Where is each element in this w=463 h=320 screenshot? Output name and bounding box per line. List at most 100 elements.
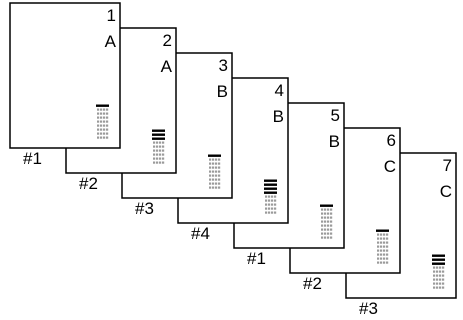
- barcode-grid-cell: [274, 195, 277, 198]
- barcode-grid-cell: [153, 161, 156, 164]
- barcode-grid-cell: [321, 220, 324, 223]
- barcode-grid-cell: [103, 136, 106, 139]
- barcode-solid-bar: [264, 183, 277, 186]
- barcode-grid-cell: [97, 112, 100, 115]
- barcode-grid-cell: [386, 245, 389, 248]
- barcode-grid-cell: [327, 220, 330, 223]
- barcode-grid-cell: [442, 278, 445, 281]
- barcode-grid-cell: [103, 128, 106, 131]
- card-reference-label: #2: [303, 274, 322, 293]
- barcode-grid-cell: [268, 207, 271, 210]
- card-number: 5: [331, 106, 340, 125]
- barcode-grid-cell: [327, 236, 330, 239]
- barcode-grid-cell: [274, 199, 277, 202]
- barcode-grid-cell: [106, 108, 109, 111]
- barcode-grid-cell: [153, 153, 156, 156]
- barcode-grid-cell: [103, 108, 106, 111]
- barcode-grid-cell: [97, 116, 100, 119]
- barcode-grid-cell: [324, 228, 327, 231]
- barcode-grid-cell: [100, 128, 103, 131]
- card-letter: C: [440, 182, 452, 201]
- barcode-grid-cell: [97, 124, 100, 127]
- barcode-grid-cell: [159, 153, 162, 156]
- barcode-grid-cell: [209, 158, 212, 161]
- card-reference-label: #3: [359, 299, 378, 318]
- barcode-grid-cell: [153, 149, 156, 152]
- barcode-grid-cell: [212, 162, 215, 165]
- barcode-icon: [264, 179, 277, 214]
- barcode-grid-cell: [436, 274, 439, 277]
- barcode-grid-cell: [271, 203, 274, 206]
- card-number: 1: [107, 6, 116, 25]
- barcode-grid-cell: [103, 120, 106, 123]
- barcode-grid-cell: [324, 232, 327, 235]
- card-reference-label: #1: [23, 149, 42, 168]
- barcode-grid-cell: [330, 220, 333, 223]
- barcode-grid-cell: [209, 182, 212, 185]
- barcode-grid-cell: [386, 237, 389, 240]
- barcode-grid-cell: [439, 278, 442, 281]
- card-reference-label: #3: [135, 199, 154, 218]
- barcode-grid-cell: [327, 228, 330, 231]
- barcode-grid-cell: [439, 266, 442, 269]
- barcode-grid-cell: [274, 207, 277, 210]
- barcode-grid-cell: [268, 203, 271, 206]
- barcode-grid-cell: [380, 237, 383, 240]
- card-letter: B: [217, 82, 228, 101]
- barcode-grid-cell: [106, 116, 109, 119]
- barcode-grid-cell: [274, 203, 277, 206]
- barcode-grid-cell: [321, 208, 324, 211]
- barcode-grid-cell: [439, 282, 442, 285]
- barcode-grid-cell: [159, 161, 162, 164]
- barcode-grid-cell: [321, 232, 324, 235]
- barcode-grid-cell: [156, 149, 159, 152]
- card-letter: A: [105, 32, 117, 51]
- barcode-grid-cell: [377, 253, 380, 256]
- barcode-grid-cell: [330, 208, 333, 211]
- barcode-grid-cell: [383, 257, 386, 260]
- barcode-grid-cell: [156, 161, 159, 164]
- barcode-grid-cell: [212, 174, 215, 177]
- card-reference-label: #2: [79, 174, 98, 193]
- barcode-grid-cell: [106, 120, 109, 123]
- barcode-grid-cell: [383, 233, 386, 236]
- barcode-grid-cell: [212, 158, 215, 161]
- barcode-grid-cell: [97, 108, 100, 111]
- barcode-solid-bar: [320, 204, 333, 207]
- barcode-grid-cell: [442, 286, 445, 289]
- barcode-grid-cell: [162, 141, 165, 144]
- barcode-grid-cell: [212, 166, 215, 169]
- barcode-solid-bar: [432, 258, 445, 261]
- barcode-grid-cell: [327, 224, 330, 227]
- barcode-grid-cell: [97, 128, 100, 131]
- card-number: 7: [443, 156, 452, 175]
- barcode-grid-cell: [215, 162, 218, 165]
- card-letter: B: [329, 132, 340, 151]
- barcode-grid-cell: [218, 162, 221, 165]
- barcode-grid-cell: [215, 182, 218, 185]
- barcode-grid-cell: [383, 261, 386, 264]
- barcode-grid-cell: [377, 257, 380, 260]
- barcode-grid-cell: [265, 203, 268, 206]
- barcode-grid-cell: [383, 249, 386, 252]
- barcode-grid-cell: [386, 253, 389, 256]
- barcode-solid-bar: [264, 191, 277, 194]
- barcode-grid-cell: [433, 278, 436, 281]
- barcode-grid-cell: [433, 266, 436, 269]
- barcode-grid-cell: [383, 253, 386, 256]
- barcode-grid-cell: [324, 220, 327, 223]
- barcode-grid-cell: [106, 132, 109, 135]
- barcode-grid-cell: [215, 158, 218, 161]
- barcode-icon: [96, 104, 109, 139]
- barcode-grid-cell: [209, 178, 212, 181]
- barcode-grid-cell: [153, 141, 156, 144]
- barcode-grid-cell: [436, 278, 439, 281]
- barcode-grid-cell: [212, 182, 215, 185]
- barcode-grid-cell: [377, 241, 380, 244]
- barcode-grid-cell: [100, 116, 103, 119]
- barcode-icon: [208, 154, 221, 189]
- barcode-grid-cell: [97, 120, 100, 123]
- barcode-grid-cell: [265, 199, 268, 202]
- barcode-icon: [152, 129, 165, 164]
